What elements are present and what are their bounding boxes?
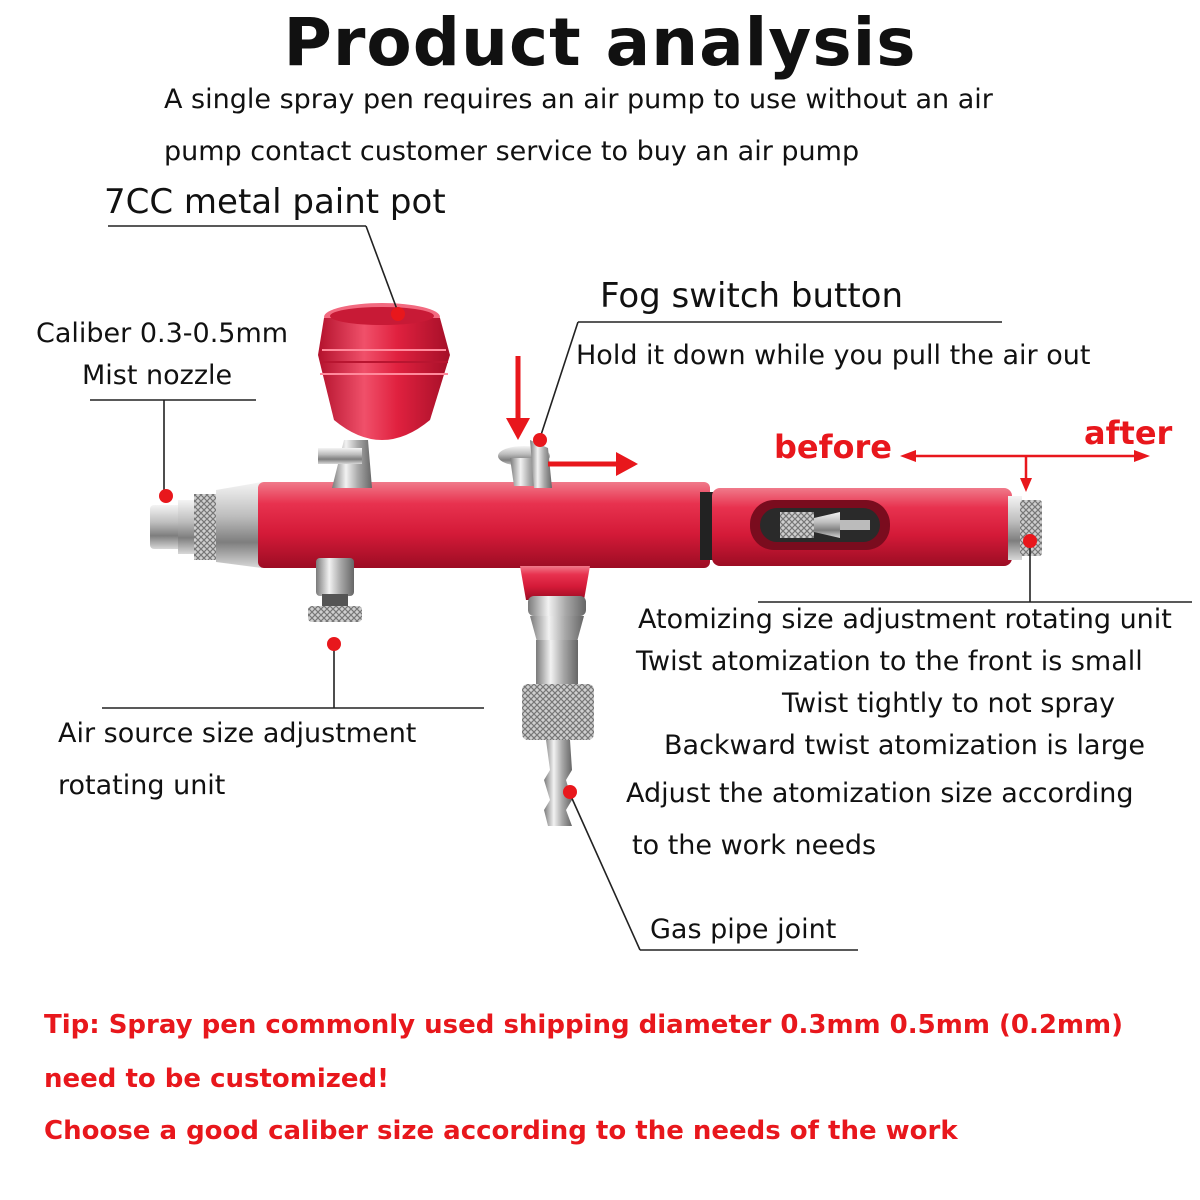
label-atomizing-line-3: Backward twist atomization is large xyxy=(664,730,1145,761)
fog-switch-button-part xyxy=(498,440,552,488)
label-atomizing-line-2: Twist tightly to not spray xyxy=(782,688,1116,719)
tip-line-2: need to be customized! xyxy=(44,1064,390,1094)
tip-line-3: Choose a good caliber size according to … xyxy=(44,1116,958,1146)
page-title: Product analysis xyxy=(283,4,917,81)
subtitle-line-2: pump contact customer service to buy an … xyxy=(164,136,860,167)
label-caliber: Caliber 0.3-0.5mm xyxy=(36,318,289,349)
mist-nozzle xyxy=(150,482,262,568)
motion-arrows xyxy=(506,356,638,476)
leader-lines xyxy=(90,225,1192,951)
before-after-arrow xyxy=(900,450,1150,492)
main-body xyxy=(258,482,1012,600)
label-before: before xyxy=(774,428,892,466)
label-fog-switch: Fog switch button xyxy=(600,276,904,316)
callout-dots xyxy=(159,307,1037,799)
paint-pot xyxy=(318,303,450,488)
label-air-source-line-1: Air source size adjustment xyxy=(58,718,417,749)
label-gas-pipe: Gas pipe joint xyxy=(650,914,837,945)
rear-adjustment-knob xyxy=(1008,496,1042,560)
label-atomizing-line-4: Adjust the atomization size according xyxy=(626,778,1134,809)
tip-line-1: Tip: Spray pen commonly used shipping di… xyxy=(44,1010,1123,1040)
label-air-source-line-2: rotating unit xyxy=(58,770,226,801)
subtitle-line-1: A single spray pen requires an air pump … xyxy=(164,84,993,115)
gas-pipe-joint-part xyxy=(522,596,594,826)
label-atomizing-line-1: Twist atomization to the front is small xyxy=(636,646,1143,677)
label-fog-switch-note: Hold it down while you pull the air out xyxy=(576,340,1091,371)
label-atomizing-title: Atomizing size adjustment rotating unit xyxy=(638,604,1172,635)
label-after: after xyxy=(1084,414,1173,452)
label-atomizing-line-5: to the work needs xyxy=(632,830,877,861)
label-mist-nozzle: Mist nozzle xyxy=(82,360,233,391)
air-source-knob xyxy=(308,558,362,622)
label-paint-pot: 7CC metal paint pot xyxy=(104,182,446,222)
